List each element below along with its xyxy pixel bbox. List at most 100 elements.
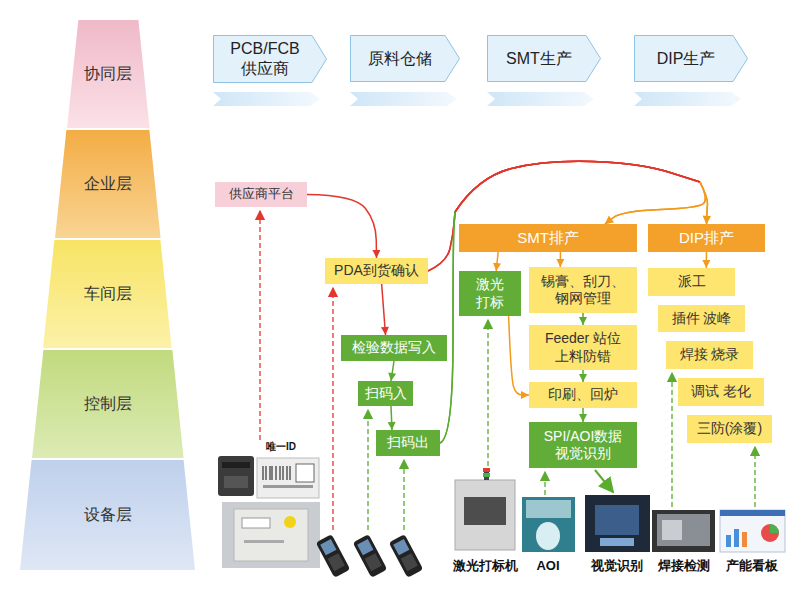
node-text: 三防(涂覆)	[697, 420, 762, 438]
node-text: 锡膏、刮刀、 钢网管理	[535, 273, 631, 308]
chart-bar	[734, 529, 739, 547]
connector	[579, 370, 587, 382]
capacity-board	[720, 510, 785, 552]
connector-line	[605, 182, 705, 224]
node-text: Feeder 站位 上料防错	[535, 330, 631, 365]
node-text: 扫码入	[365, 385, 407, 403]
pda-scanner	[316, 534, 351, 578]
package-paper	[234, 509, 308, 561]
aoi-photo	[522, 497, 575, 552]
arrow-head	[703, 216, 711, 224]
chevron-outline	[214, 36, 327, 83]
node-text: 调试 老化	[691, 383, 751, 401]
arrow-head	[556, 259, 564, 267]
photo-ground	[222, 502, 320, 568]
arrow-head	[493, 263, 501, 271]
connector	[440, 161, 711, 443]
process-box: 锡膏、刮刀、 钢网管理	[529, 267, 637, 313]
photo-ground	[652, 510, 715, 552]
pyramid-layer: 控制层	[32, 350, 184, 458]
device-caption: AOI	[536, 558, 559, 574]
connector	[440, 161, 705, 443]
connector-line	[605, 182, 705, 224]
device-caption: 激光打标机	[453, 558, 518, 574]
arrow-head	[381, 327, 389, 335]
chart-bar	[742, 532, 747, 547]
connector-line	[455, 161, 700, 212]
connector	[509, 316, 529, 399]
connector-line	[428, 212, 455, 271]
connector-line	[455, 161, 700, 212]
chevron-outline	[635, 36, 748, 82]
leader-line	[259, 211, 260, 440]
node-text: 企业层	[84, 174, 132, 194]
board-image	[662, 520, 682, 540]
node-text: 协同层	[84, 64, 132, 84]
light-red	[483, 468, 490, 472]
layer-trapezoid	[20, 460, 195, 570]
node-text: SMT生产	[506, 49, 572, 69]
process-box: 焊接 烧录	[666, 341, 753, 369]
stage-chevron: DIP生产	[634, 35, 748, 82]
node-text: 激光 打标	[465, 276, 515, 311]
connector	[388, 361, 396, 381]
process-box: Feeder 站位 上料防错	[529, 325, 637, 370]
connector	[388, 406, 396, 430]
weld-inspection-photo	[652, 510, 715, 552]
pie-chart	[761, 524, 779, 542]
leader-line	[367, 410, 368, 530]
arrow-head	[388, 372, 396, 381]
arrow-head	[605, 216, 614, 224]
connector	[307, 195, 380, 259]
connector	[428, 161, 711, 271]
light-green	[483, 473, 490, 477]
chevron-band	[634, 92, 741, 106]
process-box: 派工	[648, 268, 735, 296]
node-text: 焊接 烧录	[680, 346, 740, 364]
arrow-head	[579, 374, 587, 382]
process-box: 三防(涂覆)	[687, 415, 772, 443]
pyramid-layer: 车间层	[43, 240, 172, 348]
connector	[702, 252, 710, 268]
arrow-head	[579, 414, 587, 422]
process-box: SPI/AOI数据 视觉识别	[529, 422, 637, 468]
connector	[579, 408, 587, 422]
machine-window	[464, 497, 506, 525]
node-text: 印刷、回炉	[548, 386, 618, 404]
connector-line	[440, 212, 455, 443]
leader-line	[754, 447, 755, 507]
arrow-head	[703, 216, 711, 224]
stage-chevron: 原料仓储	[350, 35, 460, 82]
stage-underline-chevrons	[213, 92, 741, 106]
node-text: 扫码出	[387, 434, 429, 452]
node-text: PCB/FCB 供应商	[221, 39, 309, 79]
layer-trapezoid	[32, 350, 184, 458]
pda-scanner	[389, 534, 424, 578]
aoi-screen	[526, 500, 571, 518]
connector	[428, 161, 705, 271]
label-line	[263, 485, 313, 488]
package-label	[242, 518, 270, 528]
layer-trapezoid	[67, 20, 150, 128]
connector-line	[307, 195, 377, 259]
laser-marking-machine	[455, 468, 515, 550]
node-text: 原料仓储	[368, 49, 432, 69]
connector-line	[428, 212, 455, 271]
process-box: 激光 打标	[459, 271, 521, 316]
connector	[556, 252, 564, 267]
board-screen	[720, 510, 785, 552]
leader-line	[487, 320, 488, 466]
chevron-band	[213, 92, 320, 106]
connector-line	[455, 161, 700, 212]
pyramid-layer: 设备层	[20, 460, 195, 570]
process-box: PDA到货确认	[325, 258, 428, 284]
arrow-head	[388, 422, 396, 430]
node-text: 供应商平台	[229, 186, 294, 202]
connector-line	[440, 212, 455, 443]
camera-head	[595, 505, 639, 535]
chart-bar	[726, 535, 731, 547]
leader-line	[332, 288, 333, 530]
leader-line	[671, 373, 672, 507]
pyramid-layer: 协同层	[67, 20, 150, 128]
id-label-card	[257, 458, 319, 498]
